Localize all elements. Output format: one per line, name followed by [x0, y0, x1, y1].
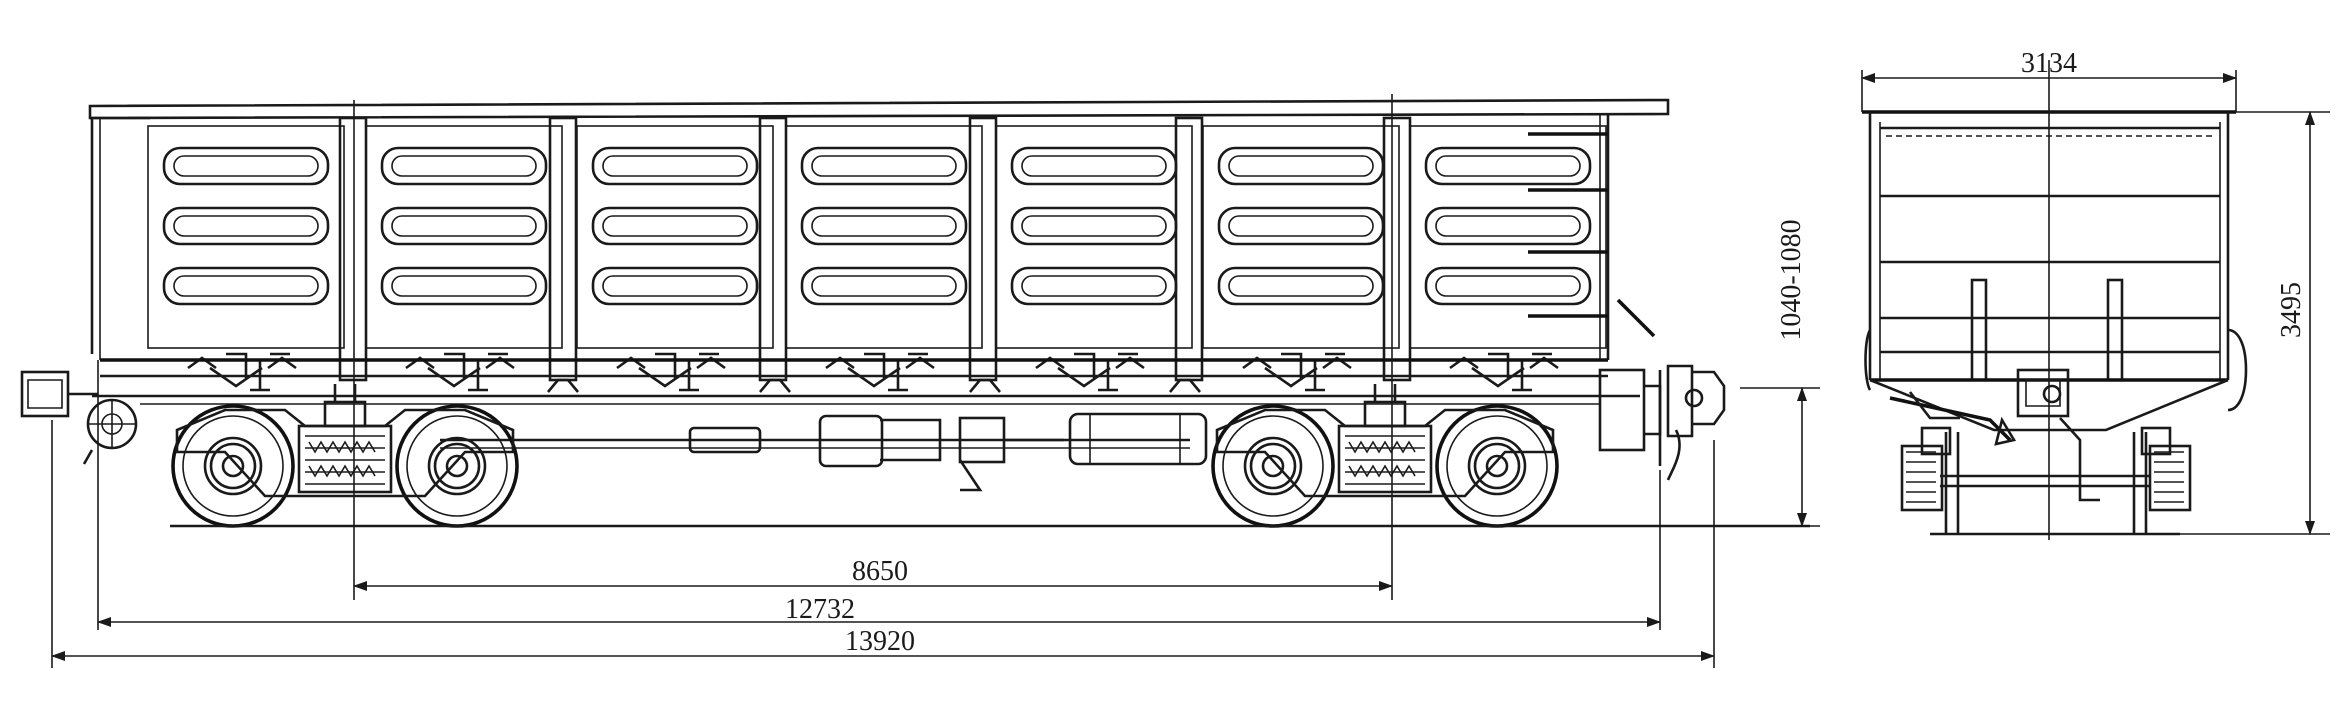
end-view	[1862, 60, 2248, 540]
dim-8650: 8650	[852, 556, 908, 587]
end-dimensions: 3134 3495	[1861, 48, 2330, 535]
dim-3134: 3134	[2021, 48, 2077, 79]
dim-1040-1080: 1040-1080	[1776, 219, 1807, 340]
side-view	[20, 94, 1810, 600]
dim-3495: 3495	[2276, 282, 2307, 338]
right-coupler	[1598, 364, 1726, 481]
dim-12732: 12732	[785, 594, 855, 625]
left-coupler	[20, 370, 138, 465]
side-dimensions: 8650 12732 13920 1040-1080	[51, 219, 1820, 668]
dim-13920: 13920	[845, 626, 915, 657]
